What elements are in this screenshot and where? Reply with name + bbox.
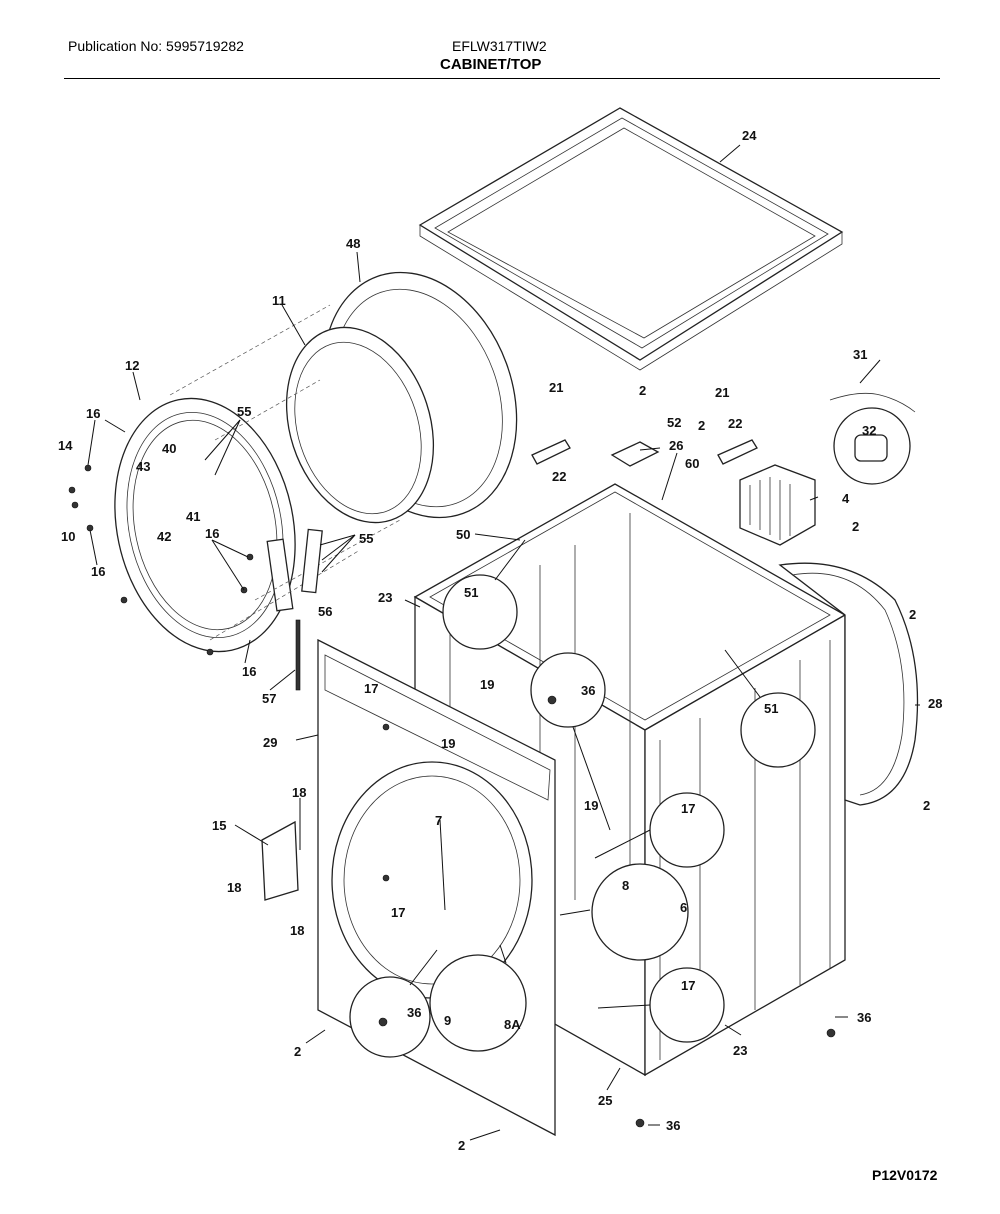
callout-26: 26 (669, 438, 683, 453)
bracket-52-drawing (610, 441, 660, 467)
page-header: Publication No: 5995719282 EFLW317TIW2 C… (0, 0, 1000, 80)
callout-55b: 55 (359, 531, 373, 546)
callout-2a: 2 (639, 383, 646, 398)
callout-60: 60 (685, 456, 699, 471)
top-panel-drawing (418, 107, 844, 371)
callout-56: 56 (318, 604, 332, 619)
header-divider (64, 78, 940, 79)
callout-25: 25 (598, 1093, 612, 1108)
callout-2c: 2 (852, 519, 859, 534)
control-module-drawing (739, 464, 816, 546)
callout-16c: 16 (91, 564, 105, 579)
callout-18c: 18 (290, 923, 304, 938)
page-title: CABINET/TOP (440, 56, 542, 73)
callout-17c: 17 (391, 905, 405, 920)
callout-42: 42 (157, 529, 171, 544)
hinge-plate-drawing (295, 528, 323, 691)
callout-16d: 16 (242, 664, 256, 679)
callout-19c: 19 (584, 798, 598, 813)
callout-22a: 22 (552, 469, 566, 484)
detail-circles (349, 539, 816, 1058)
callout-19b: 19 (441, 736, 455, 751)
callout-8a: 8A (504, 1017, 521, 1032)
callout-16b: 16 (205, 526, 219, 541)
callout-41: 41 (186, 509, 200, 524)
callout-16a: 16 (86, 406, 100, 421)
diagram-code: P12V0172 (872, 1167, 938, 1183)
screws (68, 464, 836, 1128)
power-cord-drawing (829, 392, 916, 485)
rear-panel-drawing (778, 562, 919, 806)
callout-21b: 21 (715, 385, 729, 400)
callout-51a: 51 (464, 585, 478, 600)
callout-2e: 2 (923, 798, 930, 813)
callout-18b: 18 (227, 880, 241, 895)
callout-24: 24 (742, 128, 757, 143)
callout-22b: 22 (728, 416, 742, 431)
callout-43: 43 (136, 459, 150, 474)
callout-2b: 2 (698, 418, 705, 433)
callout-29: 29 (263, 735, 277, 750)
callout-17a: 17 (364, 681, 378, 696)
callout-51b: 51 (764, 701, 778, 716)
door-window-drawing (285, 271, 518, 524)
callout-17d: 17 (681, 978, 695, 993)
callout-10: 10 (61, 529, 75, 544)
callout-2g: 2 (458, 1138, 465, 1153)
callout-19a: 19 (480, 677, 494, 692)
model-number: EFLW317TIW2 (452, 38, 547, 54)
callout-14: 14 (58, 438, 73, 453)
callout-23a: 23 (378, 590, 392, 605)
callout-11: 11 (272, 293, 286, 308)
callout-23b: 23 (733, 1043, 747, 1058)
callout-31: 31 (853, 347, 867, 362)
callout-32: 32 (862, 423, 876, 438)
callout-2d: 2 (909, 607, 916, 622)
callout-48: 48 (346, 236, 360, 251)
callout-8: 8 (622, 878, 629, 893)
alignment-lines (169, 304, 401, 641)
callout-6: 6 (680, 900, 687, 915)
callout-labels: 24 48 11 12 16 55 14 40 43 41 42 10 16 1… (58, 128, 942, 1153)
callout-12: 12 (125, 358, 139, 373)
callout-55a: 55 (237, 404, 251, 419)
callout-15: 15 (212, 818, 226, 833)
callout-57: 57 (262, 691, 276, 706)
callout-28: 28 (928, 696, 942, 711)
bracket-22-drawing (531, 439, 758, 465)
callout-36a: 36 (581, 683, 595, 698)
callout-7: 7 (435, 813, 442, 828)
callout-40: 40 (162, 441, 176, 456)
callout-36b: 36 (407, 1005, 421, 1020)
callout-50: 50 (456, 527, 470, 542)
callout-9: 9 (444, 1013, 451, 1028)
leader-lines (87, 144, 920, 1141)
door-outer-ring-drawing (114, 397, 296, 653)
callout-52: 52 (667, 415, 681, 430)
callout-36c: 36 (857, 1010, 871, 1025)
callout-4: 4 (842, 491, 850, 506)
callout-17b: 17 (681, 801, 695, 816)
door-hinge-drawing (261, 820, 299, 901)
callout-36d: 36 (666, 1118, 680, 1133)
callout-21a: 21 (549, 380, 563, 395)
callout-2f: 2 (294, 1044, 301, 1059)
callout-18a: 18 (292, 785, 306, 800)
publication-number: Publication No: 5995719282 (68, 38, 244, 54)
